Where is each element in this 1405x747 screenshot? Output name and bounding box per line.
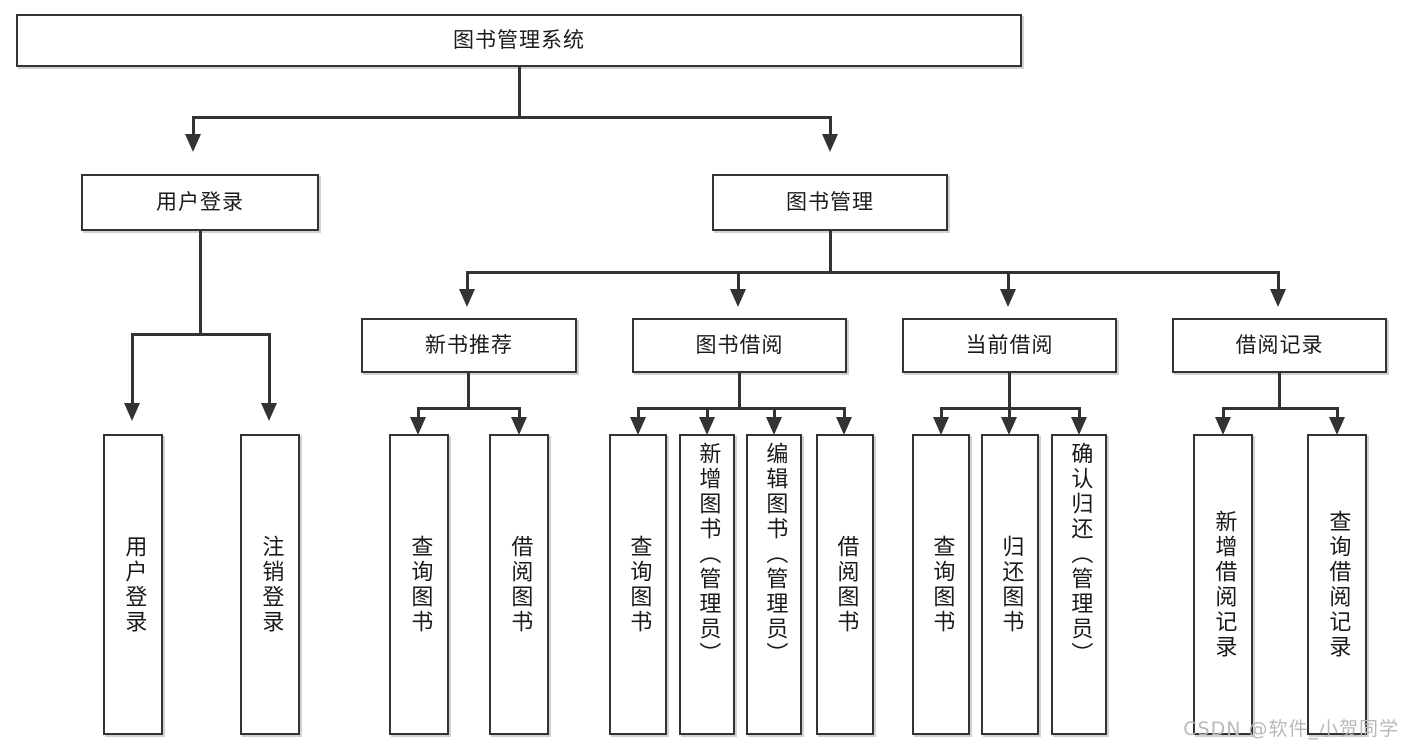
leaf-query-book-1-label: 查询图书 — [407, 534, 433, 635]
leaf-query-book-3-label: 查询图书 — [929, 534, 955, 635]
leaf-borrow-book-2-label: 借阅图书 — [833, 534, 859, 635]
connector-new-book-stem — [467, 373, 470, 409]
arrowhead-user-login — [185, 134, 201, 152]
arrowhead-borrow-record — [1270, 289, 1286, 307]
arrowhead-leaf-edit-book — [766, 417, 782, 435]
connector-cb-to-leaf-3 — [1078, 407, 1081, 419]
leaf-user-login[interactable]: 用户登录 — [103, 434, 163, 735]
connector-current-borrow-stem — [1008, 373, 1011, 409]
leaf-add-book[interactable]: 新增图书（管理员） — [679, 434, 735, 735]
node-current-borrow[interactable]: 当前借阅 — [902, 318, 1117, 373]
leaf-user-logout-label: 注销登录 — [258, 534, 284, 635]
node-book-borrow-label: 图书借阅 — [695, 333, 784, 358]
leaf-query-book-2[interactable]: 查询图书 — [609, 434, 667, 735]
leaf-edit-book[interactable]: 编辑图书（管理员） — [746, 434, 802, 735]
arrowhead-leaf-query-record — [1329, 417, 1345, 435]
connector-borrow-record-stem — [1278, 373, 1281, 409]
node-user-login-label: 用户登录 — [156, 190, 244, 215]
node-borrow-record-label: 借阅记录 — [1235, 333, 1324, 358]
leaf-borrow-book-2[interactable]: 借阅图书 — [816, 434, 874, 735]
connector-root-stem — [518, 67, 521, 118]
connector-book-management-stem — [829, 231, 832, 273]
connector-new-book-bar — [417, 407, 521, 410]
leaf-edit-book-label: 编辑图书（管理员） — [762, 442, 788, 667]
arrowhead-leaf-add-record — [1215, 417, 1231, 435]
node-root[interactable]: 图书管理系统 — [16, 14, 1022, 67]
connector-root-to-book-management — [829, 116, 832, 136]
leaf-query-book-1[interactable]: 查询图书 — [389, 434, 449, 735]
connector-bm-to-current-borrow — [1007, 271, 1010, 291]
arrowhead-leaf-return-book — [1001, 417, 1017, 435]
leaf-confirm-return-label: 确认归还（管理员） — [1067, 442, 1093, 667]
leaf-add-record-label: 新增借阅记录 — [1211, 509, 1237, 660]
connector-borrow-record-bar — [1222, 407, 1339, 410]
connector-user-login-stem — [199, 231, 202, 335]
connector-bb-to-leaf-2 — [706, 407, 709, 419]
connector-book-borrow-stem — [738, 373, 741, 409]
leaf-borrow-book-1[interactable]: 借阅图书 — [489, 434, 549, 735]
arrowhead-leaf-borrow-book-2 — [836, 417, 852, 435]
arrowhead-leaf-user-logout — [261, 403, 277, 421]
leaf-user-login-label: 用户登录 — [121, 534, 147, 635]
leaf-query-record[interactable]: 查询借阅记录 — [1307, 434, 1367, 735]
connector-bb-to-leaf-1 — [637, 407, 640, 419]
arrowhead-current-borrow — [1000, 289, 1016, 307]
node-book-management[interactable]: 图书管理 — [712, 174, 948, 231]
leaf-query-record-label: 查询借阅记录 — [1325, 509, 1351, 660]
arrowhead-leaf-query-book-1 — [410, 417, 426, 435]
arrowhead-leaf-add-book — [699, 417, 715, 435]
leaf-add-book-label: 新增图书（管理员） — [695, 442, 721, 667]
leaf-query-book-3[interactable]: 查询图书 — [912, 434, 970, 735]
arrowhead-leaf-confirm-return — [1071, 417, 1087, 435]
connector-br-to-leaf-2 — [1336, 407, 1339, 419]
leaf-return-book-label: 归还图书 — [998, 534, 1024, 635]
connector-root-to-user-login — [192, 116, 195, 136]
arrowhead-leaf-query-book-3 — [933, 417, 949, 435]
connector-new-book-to-leaf-1 — [417, 407, 420, 419]
leaf-confirm-return[interactable]: 确认归还（管理员） — [1051, 434, 1107, 735]
arrowhead-leaf-query-book-2 — [630, 417, 646, 435]
connector-book-management-bar — [466, 271, 1280, 274]
connector-new-book-to-leaf-2 — [518, 407, 521, 419]
connector-cb-to-leaf-1 — [940, 407, 943, 419]
connector-bm-to-borrow-record — [1277, 271, 1280, 291]
node-root-label: 图书管理系统 — [453, 28, 585, 53]
connector-user-login-to-leaf-1 — [131, 333, 134, 405]
node-book-borrow[interactable]: 图书借阅 — [632, 318, 847, 373]
leaf-add-record[interactable]: 新增借阅记录 — [1193, 434, 1253, 735]
arrowhead-leaf-borrow-book-1 — [511, 417, 527, 435]
arrowhead-book-borrow — [730, 289, 746, 307]
connector-user-login-to-leaf-2 — [268, 333, 271, 405]
arrowhead-book-management — [822, 134, 838, 152]
connector-root-bar — [192, 116, 832, 119]
leaf-return-book[interactable]: 归还图书 — [981, 434, 1039, 735]
connector-bb-to-leaf-4 — [843, 407, 846, 419]
leaf-borrow-book-1-label: 借阅图书 — [507, 534, 533, 635]
connector-bm-to-book-borrow — [737, 271, 740, 291]
leaf-query-book-2-label: 查询图书 — [626, 534, 652, 635]
connector-br-to-leaf-1 — [1222, 407, 1225, 419]
connector-book-borrow-bar — [637, 407, 846, 410]
connector-bb-to-leaf-3 — [773, 407, 776, 419]
arrowhead-leaf-user-login — [124, 403, 140, 421]
node-user-login[interactable]: 用户登录 — [81, 174, 319, 231]
node-new-book-recommend[interactable]: 新书推荐 — [361, 318, 577, 373]
node-book-management-label: 图书管理 — [786, 190, 874, 215]
connector-bm-to-new-book — [466, 271, 469, 291]
connector-cb-to-leaf-2 — [1008, 407, 1011, 419]
node-current-borrow-label: 当前借阅 — [965, 333, 1054, 358]
leaf-user-logout[interactable]: 注销登录 — [240, 434, 300, 735]
connector-user-login-bar — [131, 333, 271, 336]
node-new-book-recommend-label: 新书推荐 — [425, 333, 513, 358]
node-borrow-record[interactable]: 借阅记录 — [1172, 318, 1387, 373]
arrowhead-new-book-recommend — [459, 289, 475, 307]
